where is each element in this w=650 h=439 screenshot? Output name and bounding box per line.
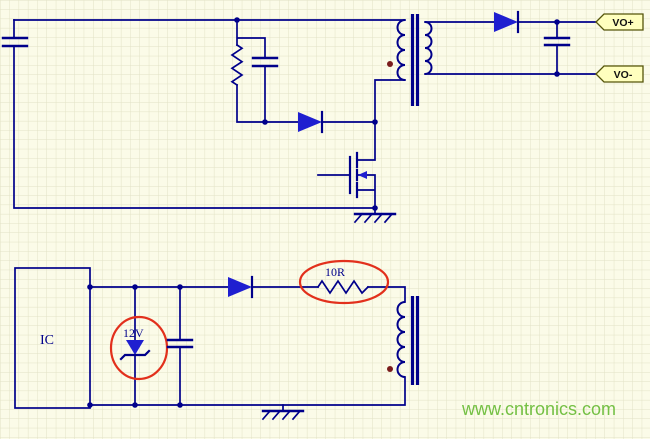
snubber-resistor: [230, 43, 244, 87]
junction-dot: [177, 284, 183, 290]
watermark-text: www.cntronics.com: [461, 399, 616, 419]
aux-resistor-10r: [316, 279, 370, 295]
mosfet-body-arrow-icon: [358, 171, 367, 179]
vo-minus-label: VO-: [614, 69, 633, 81]
primary-input-loop: [1, 19, 406, 209]
core-top: [410, 14, 420, 106]
ic-box: [14, 267, 91, 409]
zener-cathode-bar: [119, 349, 151, 361]
junction-dot: [234, 17, 240, 23]
snubber-network: [230, 19, 376, 134]
vo-plus-tag: [595, 13, 644, 31]
junction-dot: [372, 119, 378, 125]
junction-dot: [177, 402, 183, 408]
primary-polarity-dot: [387, 61, 393, 67]
junction-dot: [554, 19, 560, 25]
output-capacitor: [543, 36, 571, 47]
primary-winding: [396, 19, 406, 81]
core-bottom: [410, 296, 420, 385]
junction-dot: [554, 71, 560, 77]
aux-capacitor: [166, 338, 194, 349]
aux-wires: [89, 286, 406, 406]
junction-dot: [87, 402, 93, 408]
secondary-winding: [424, 21, 433, 75]
junction-dot: [87, 284, 93, 290]
mosfet-ground-icon: [353, 212, 394, 224]
junction-dot: [132, 402, 138, 408]
zener-diode: [126, 340, 144, 355]
snubber-wires: [236, 19, 376, 123]
aux-supply-section: IC 10R 12V: [14, 259, 406, 421]
transformer: [387, 14, 433, 385]
snubber-capacitor: [251, 56, 279, 68]
aux-ground-icon: [261, 409, 302, 421]
left-loop-wire: [13, 19, 376, 209]
zener-label: 12V: [123, 326, 144, 340]
resistor-10r-label: 10R: [325, 265, 345, 279]
junction-dot: [132, 284, 138, 290]
power-mosfet: [317, 79, 406, 224]
junction-dots: [87, 17, 560, 408]
input-capacitor: [1, 36, 29, 48]
output-diode: [494, 12, 518, 32]
aux-winding: [396, 301, 406, 378]
aux-diode: [228, 277, 252, 297]
junction-dot: [262, 119, 268, 125]
junction-dot: [372, 205, 378, 211]
snubber-diode: [298, 112, 322, 132]
vo-minus-tag: [595, 65, 644, 83]
aux-polarity-dot: [387, 366, 393, 372]
vo-plus-label: VO+: [612, 17, 633, 29]
highlight-circle-resistor: [298, 259, 390, 305]
ic-label: IC: [40, 333, 54, 348]
